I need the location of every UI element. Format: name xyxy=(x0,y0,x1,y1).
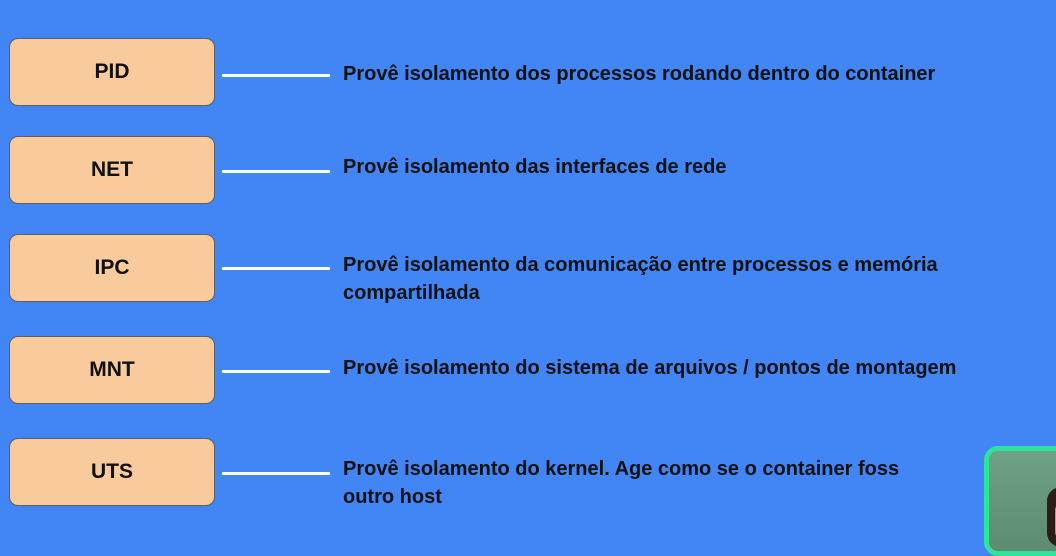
description-line: Provê isolamento dos processos rodando d… xyxy=(343,63,936,85)
namespace-description-mnt: Provê isolamento do sistema de arquivos … xyxy=(343,354,956,382)
connector-line xyxy=(222,472,330,475)
description-line: Provê isolamento do kernel. Age como se … xyxy=(343,458,900,480)
webcam-overlay xyxy=(984,446,1056,556)
description-line: Provê isolamento do sistema de arquivos … xyxy=(343,357,957,379)
connector-line xyxy=(222,267,330,270)
webcam-background xyxy=(989,451,1056,551)
description-line: Provê isolamento das interfaces de rede xyxy=(343,156,727,178)
namespace-box-net: NET xyxy=(9,136,215,204)
slide: PID Provê isolamento dos processos rodan… xyxy=(9,38,1056,556)
namespace-description-net: Provê isolamento das interfaces de rede xyxy=(343,153,727,181)
namespace-description-pid: Provê isolamento dos processos rodando d… xyxy=(343,60,935,88)
connector-line xyxy=(222,74,330,77)
description-line: compartilhada xyxy=(343,282,480,304)
connector-line xyxy=(222,170,330,173)
namespace-description-ipc: Provê isolamento da comunicação entre pr… xyxy=(343,251,938,307)
namespace-box-ipc: IPC xyxy=(9,234,215,302)
description-line: Provê isolamento da comunicação entre pr… xyxy=(343,254,938,276)
namespace-box-uts: UTS xyxy=(9,438,215,506)
presenter-hair xyxy=(1047,487,1056,547)
namespace-box-mnt: MNT xyxy=(9,336,215,404)
description-line: outro host xyxy=(343,486,442,508)
namespace-description-uts: Provê isolamento do kernel. Age como se … xyxy=(343,455,899,511)
namespace-box-pid: PID xyxy=(9,38,215,106)
connector-line xyxy=(222,370,330,373)
